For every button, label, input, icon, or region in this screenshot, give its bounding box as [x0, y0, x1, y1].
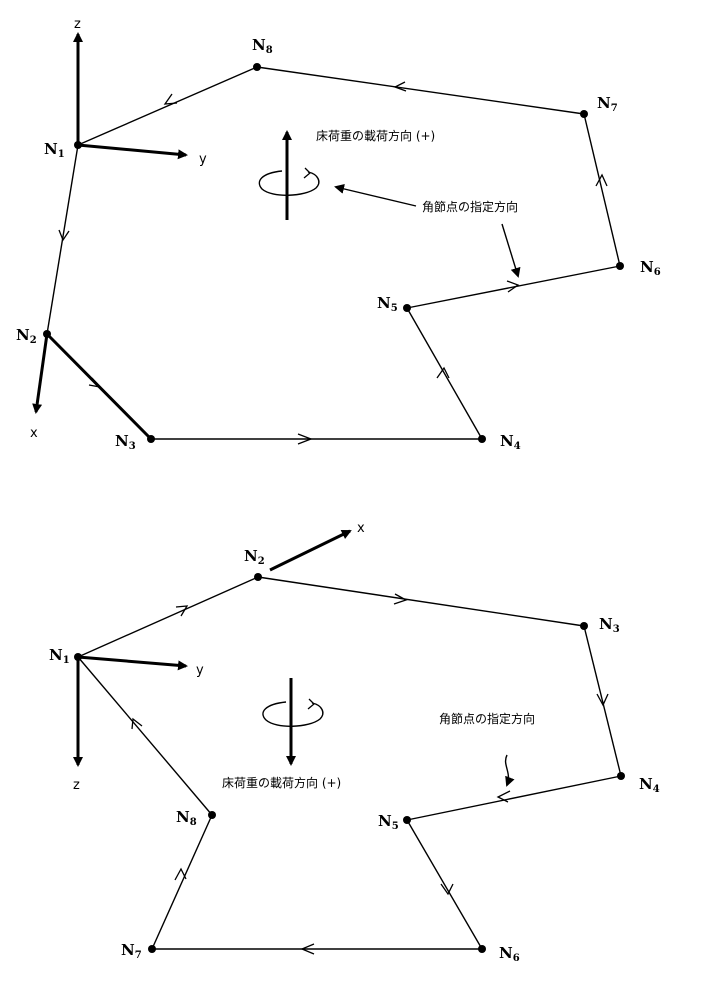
top-corner-order-label: 角節点の指定方向 — [422, 199, 518, 214]
bottom-node-1-label: N1 — [49, 646, 70, 666]
top-node-3-marker — [147, 435, 155, 443]
top-axis-x-label: x — [30, 426, 38, 441]
bottom-diagram: x y z N1 N2 N3 N4 N5 N6 N7 N8 床荷重の載荷方向 (… — [49, 521, 660, 964]
bottom-node-7-marker — [148, 945, 156, 953]
top-axes — [32, 32, 188, 414]
bottom-load-direction-label: 床荷重の載荷方向 (+) — [222, 775, 341, 790]
bottom-nodes — [74, 573, 625, 953]
bottom-axis-x-label: x — [357, 521, 365, 536]
bottom-node-5-marker — [403, 816, 411, 824]
bottom-node-2-marker — [254, 573, 262, 581]
bottom-polygon-edges — [77, 576, 622, 950]
bottom-node-7-label: N7 — [121, 941, 142, 961]
bottom-node-4-marker — [617, 772, 625, 780]
top-node-4-marker — [478, 435, 486, 443]
bottom-node-6-marker — [478, 945, 486, 953]
bottom-node-6-label: N6 — [499, 944, 520, 964]
top-node-1-label: N1 — [44, 140, 65, 160]
bottom-node-4-label: N4 — [639, 775, 660, 795]
top-node-3-label: N3 — [115, 432, 136, 452]
bottom-axis-z-label: z — [73, 778, 80, 793]
top-node-5-marker — [403, 304, 411, 312]
top-axis-y-label: y — [199, 152, 207, 167]
top-node-5-label: N5 — [377, 294, 398, 314]
bottom-node-3-label: N3 — [599, 615, 620, 635]
top-diagram: z y x N1 N2 N3 N4 N5 N6 N7 N8 床荷重の載荷方向 (… — [16, 17, 661, 452]
bottom-axes — [73, 529, 352, 767]
bottom-load-arrow-icon — [262, 678, 324, 766]
top-load-arrow-icon — [258, 130, 320, 220]
top-node-4-label: N4 — [500, 432, 521, 452]
bottom-corner-order-label: 角節点の指定方向 — [439, 711, 535, 726]
top-node-6-label: N6 — [640, 258, 661, 278]
top-corner-order-leaders — [334, 183, 521, 278]
bottom-node-3-marker — [580, 622, 588, 630]
top-node-1-marker — [74, 141, 82, 149]
top-node-7-label: N7 — [597, 94, 618, 114]
top-node-2-marker — [43, 330, 51, 338]
bottom-corner-order-leaders — [504, 754, 515, 787]
bottom-axis-y-label: y — [196, 663, 204, 678]
top-polygon-edges — [45, 66, 621, 441]
bottom-node-5-label: N5 — [378, 812, 399, 832]
top-node-8-marker — [253, 63, 261, 71]
bottom-node-8-label: N8 — [176, 808, 197, 828]
top-node-2-label: N2 — [16, 326, 37, 346]
top-node-6-marker — [616, 262, 624, 270]
bottom-node-2-label: N2 — [244, 547, 265, 567]
top-load-direction-label: 床荷重の載荷方向 (+) — [316, 128, 435, 143]
top-nodes — [43, 63, 624, 443]
top-axis-z-label: z — [74, 17, 81, 32]
top-direction-chevrons — [58, 81, 608, 445]
bottom-node-8-marker — [208, 811, 216, 819]
bottom-node-1-marker — [74, 653, 82, 661]
top-node-7-marker — [580, 110, 588, 118]
top-node-8-label: N8 — [252, 36, 273, 56]
bottom-direction-chevrons — [131, 593, 609, 955]
